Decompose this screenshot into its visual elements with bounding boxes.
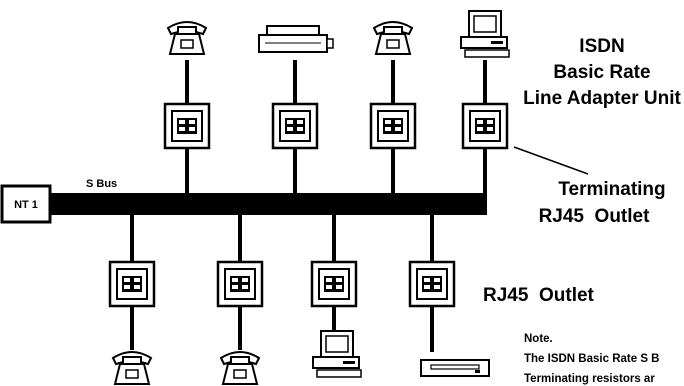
computer-icon — [312, 330, 362, 378]
terminating-pointer-line — [513, 146, 589, 175]
rj45-outlet — [369, 102, 417, 150]
rj45-outlet — [271, 102, 319, 150]
s-bus-label: S Bus — [86, 178, 117, 190]
telephone-icon — [167, 21, 207, 55]
nt1-label: NT 1 — [14, 199, 38, 211]
telephone-icon — [373, 21, 413, 55]
terminating-label-line-1: Terminating — [558, 179, 665, 200]
note-line-2: Terminating resistors ar — [524, 373, 655, 385]
rj45-outlet — [108, 260, 156, 308]
terminating-label-line-2: RJ45 Outlet — [539, 206, 651, 227]
s-bus — [50, 193, 487, 215]
note-heading: Note. — [524, 333, 553, 345]
note-line-1: The ISDN Basic Rate S B — [524, 353, 659, 365]
telephone-icon — [112, 351, 152, 385]
printer-icon — [258, 25, 334, 53]
rj45-outlet — [310, 260, 358, 308]
terminal-adapter-icon — [420, 359, 490, 377]
terminating-rj45-outlet — [461, 102, 509, 150]
rj45-outlet — [408, 260, 456, 308]
bottom-drop-lines — [130, 212, 434, 352]
rj45-outlet — [216, 260, 264, 308]
title-line-1: ISDN — [579, 36, 624, 57]
title-line-2: Basic Rate — [553, 62, 650, 83]
telephone-icon — [220, 351, 260, 385]
nt1-box — [0, 184, 52, 224]
title-line-3: Line Adapter Unit — [523, 88, 681, 109]
rj45-outlet-label: RJ45 Outlet — [483, 285, 595, 306]
top-drop-lines — [185, 60, 487, 195]
computer-icon — [460, 10, 510, 58]
rj45-outlet — [163, 102, 211, 150]
